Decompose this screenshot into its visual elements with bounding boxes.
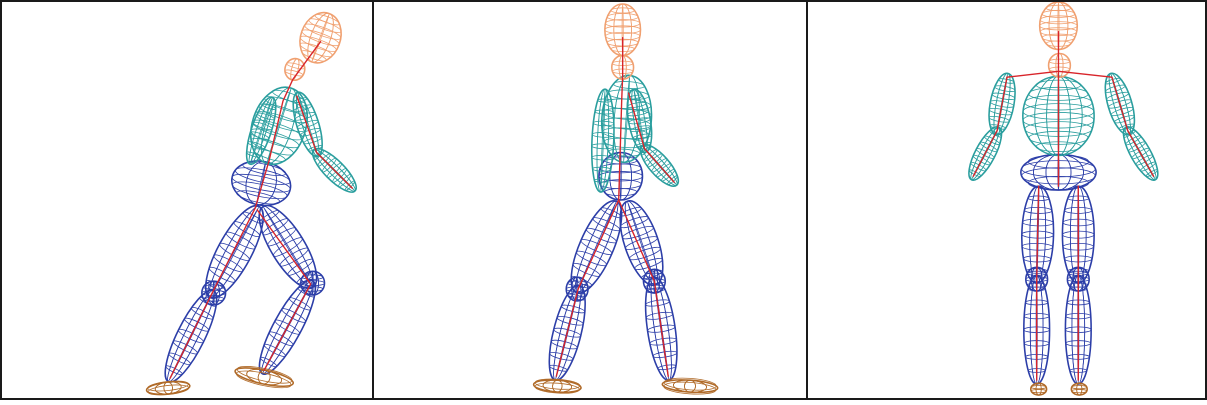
wireframe-figure-standing-front [808,2,1205,398]
left-foot [146,379,191,396]
back-arm [590,89,616,193]
panel-standing-front [808,0,1207,400]
right-thigh [249,198,327,297]
right-foot [1071,383,1087,395]
neck [1049,53,1071,77]
wireframe-figure-side-lunge [2,2,372,398]
left-foot [1031,383,1047,395]
left-knee [566,277,588,301]
right-foot [233,363,295,392]
left-thigh [195,198,274,305]
pelvis [228,156,295,211]
neck [283,56,307,82]
wireframe-figure-side-mid-stride [374,2,806,398]
panel-walking-side-mid-stride [374,0,808,400]
left-foot [533,378,581,395]
panel-walking-side-lunge [0,0,374,400]
left-leg-bones [170,208,255,378]
upper-arm [623,87,656,154]
head [293,7,348,69]
right-foot [662,376,718,395]
right-leg-bones [619,200,668,376]
